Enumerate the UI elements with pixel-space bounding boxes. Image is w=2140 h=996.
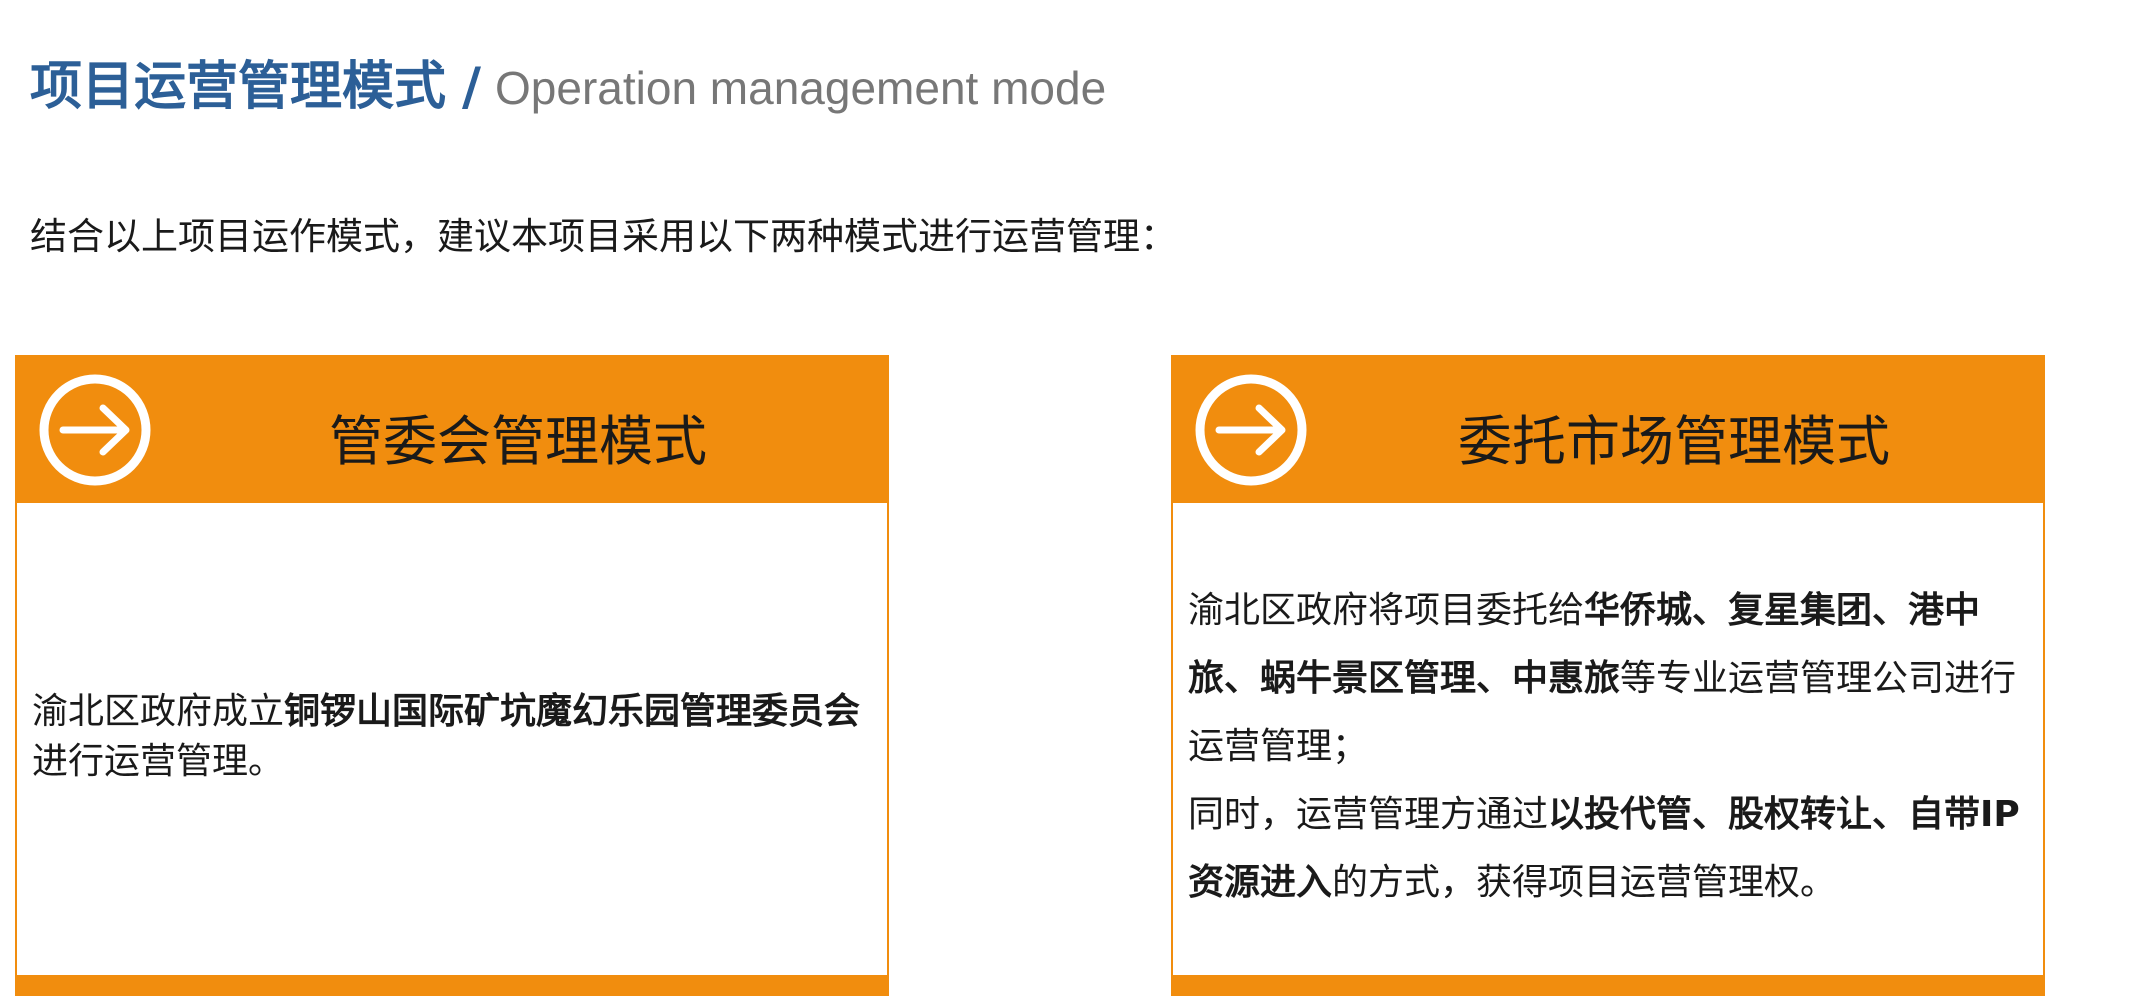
page-title-en: Operation management mode [495,62,1107,114]
arrow-right-circle-icon [39,374,151,486]
card-footer-bar [17,975,887,996]
card-body-emphasis: 华侨城、复星集团、港中旅、蜗牛景区管理、中惠旅 [1188,590,1981,699]
card-body-emphasis: 以投代管、股权转让、自带IP资源进入 [1188,794,2020,903]
card-body-text: 的方式，获得项目运营管理权。 [1332,862,1837,903]
card-body-text: 渝北区政府成立 [32,691,285,732]
card-body-emphasis: 铜锣山国际矿坑魔幻乐园管理委员会 [284,691,861,732]
card-footer-bar [1173,975,2043,996]
card-body: 渝北区政府将项目委托给华侨城、复星集团、港中旅、蜗牛景区管理、中惠旅等专业运营管… [1188,577,2023,917]
card-body-paragraph: 同时，运营管理方通过以投代管、股权转让、自带IP资源进入的方式，获得项目运营管理… [1188,781,2023,917]
card-title: 委托市场管理模式 [1458,410,1890,473]
page-title: 项目运营管理模式 / Operation management mode [30,44,1106,119]
page-title-cn: 项目运营管理模式 [30,57,447,117]
intro-text: 结合以上项目运作模式，建议本项目采用以下两种模式进行运营管理： [30,215,1177,258]
card-body-text: 进行运营管理。 [32,741,285,782]
mode-card-entrusted-market: 委托市场管理模式 渝北区政府将项目委托给华侨城、复星集团、港中旅、蜗牛景区管理、… [1171,355,2045,996]
title-separator: / [462,57,482,117]
card-header: 管委会管理模式 [17,357,887,503]
arrow-right-circle-icon [1195,374,1307,486]
card-body-text: 渝北区政府将项目委托给 [1188,590,1585,631]
card-body-text: 同时，运营管理方通过 [1188,794,1549,835]
card-title: 管委会管理模式 [329,410,707,473]
card-body-text: 等专业运营管理公司进行运营管理； [1188,658,2017,767]
card-body-paragraph: 渝北区政府将项目委托给华侨城、复星集团、港中旅、蜗牛景区管理、中惠旅等专业运营管… [1188,577,2023,781]
card-header: 委托市场管理模式 [1173,357,2043,503]
mode-card-committee: 管委会管理模式 渝北区政府成立铜锣山国际矿坑魔幻乐园管理委员会进行运营管理。 [15,355,889,996]
card-body: 渝北区政府成立铜锣山国际矿坑魔幻乐园管理委员会进行运营管理。 [32,687,867,787]
